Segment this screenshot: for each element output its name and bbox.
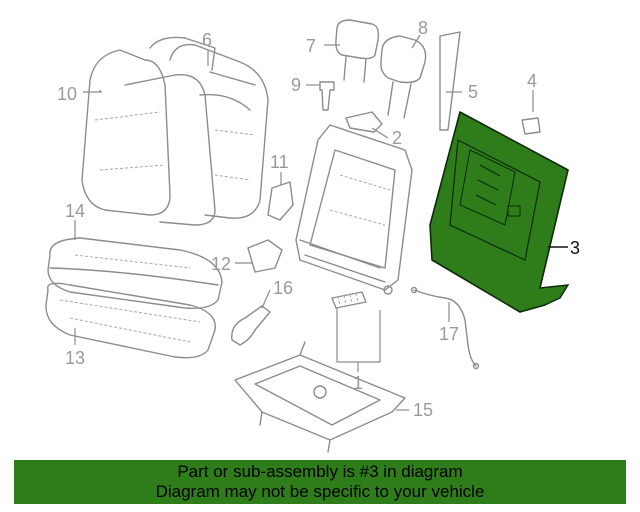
callout-12: 12 [211,254,231,274]
cable-17 [410,286,480,370]
headrest-7 [335,19,380,83]
info-banner: Part or sub-assembly is #3 in diagram Di… [14,460,626,504]
seat-cushion-14 [47,237,223,310]
callout-5: 5 [468,82,478,102]
callout-11: 11 [270,152,289,172]
callout-15: 15 [413,400,433,420]
callout-3: 3 [570,238,580,258]
callout-7: 7 [306,36,316,56]
seat-back-frame [295,124,413,295]
clip-4 [521,117,541,135]
callout-1: 1 [353,373,363,393]
callout-8: 8 [418,18,428,38]
spring-1 [331,291,367,309]
callout-10: 10 [57,84,77,104]
parts-diagram: 10 6 7 8 9 5 4 2 11 12 16 14 13 1 15 17 … [45,18,580,453]
seat-cushion-pad-13 [45,282,216,359]
seat-back-board-3 [429,111,570,313]
headrest-guide-9 [319,81,335,111]
seat-track-frame-15 [234,341,406,453]
bracket-11 [267,181,294,221]
banner-line-disclaimer: Diagram may not be specific to your vehi… [155,482,485,501]
callout-13: 13 [65,348,85,368]
headrest-8 [380,35,427,119]
latch-2 [345,111,383,133]
callout-17: 17 [439,324,459,344]
callout-4: 4 [527,71,537,91]
callout-14: 14 [65,201,85,221]
callout-6: 6 [202,30,212,50]
rod-5 [439,31,461,131]
banner-line-part: Part or sub-assembly is #3 in diagram [177,462,463,481]
seat-back-cover-6 [169,43,269,219]
seat-back-cover-10 [81,36,216,226]
callout-2: 2 [392,128,402,148]
hinge-cover-16 [231,305,271,346]
callout-16: 16 [273,278,293,298]
hinge-12 [247,239,283,273]
callout-9: 9 [291,75,301,95]
